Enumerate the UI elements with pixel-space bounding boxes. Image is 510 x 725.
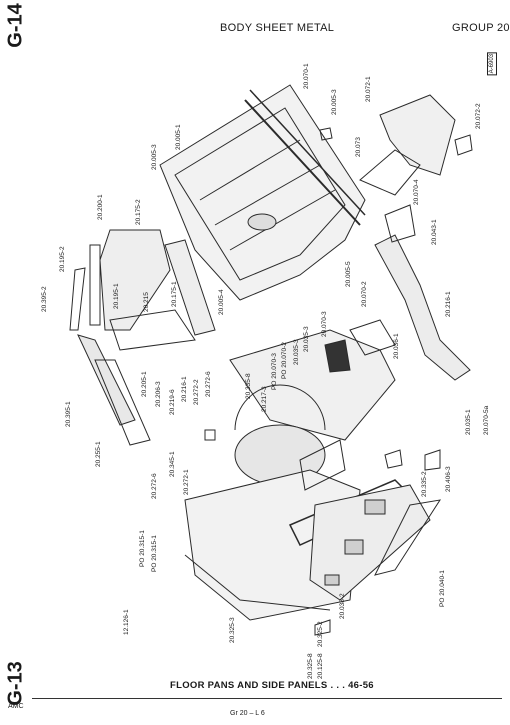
part-number: 20.272-2 bbox=[193, 379, 200, 405]
bracket-drawing bbox=[204, 127, 473, 636]
part-number: 20.335-8 bbox=[245, 373, 252, 399]
part-number: 20.215 bbox=[143, 292, 150, 312]
floor-pan-drawing bbox=[159, 84, 366, 301]
part-number: 20.043-1 bbox=[431, 219, 438, 245]
part-number: 20.272-1 bbox=[183, 469, 190, 495]
section-tab-bottom: G-13 bbox=[4, 661, 27, 706]
part-number: 20.395-1 bbox=[65, 401, 72, 427]
part-number: 20.217-3 bbox=[261, 386, 268, 412]
part-number: 20.325-8 bbox=[307, 653, 314, 679]
part-number: 20.395-2 bbox=[41, 286, 48, 312]
part-number: 20.005-4 bbox=[218, 289, 225, 315]
part-number: 20.325-3 bbox=[229, 617, 236, 643]
part-number: 20.205-1 bbox=[141, 371, 148, 397]
quarter-panel-drawing bbox=[229, 319, 396, 486]
part-number: 20.200-1 bbox=[97, 194, 104, 220]
footer-rule bbox=[32, 698, 502, 699]
footer-title: FLOOR PANS AND SIDE PANELS . . . 46-56 bbox=[170, 680, 374, 691]
part-number: 20.345-1 bbox=[169, 451, 176, 477]
part-number: 20.038-2 bbox=[339, 593, 346, 619]
part-number: 20.005-3 bbox=[331, 89, 338, 115]
part-number: 20.335-2 bbox=[421, 471, 428, 497]
part-number: PO 20.040-1 bbox=[439, 570, 446, 607]
part-number: 20.272-6 bbox=[151, 473, 158, 499]
page-reference: Gr 20 – L 6 bbox=[230, 710, 265, 717]
part-number: 20.216-1 bbox=[181, 376, 188, 402]
part-number: 20.035-3 bbox=[293, 339, 300, 365]
part-number: 20.070-3 bbox=[321, 311, 328, 337]
part-number: 20.255-1 bbox=[95, 441, 102, 467]
part-number: 20.036-1 bbox=[393, 333, 400, 359]
part-number: 12.126-1 bbox=[123, 609, 130, 635]
part-number: 20.072-2 bbox=[475, 103, 482, 129]
part-number: PO 20.070-2 bbox=[281, 342, 288, 379]
page-title: BODY SHEET METAL bbox=[220, 22, 335, 34]
part-number: 20.175-1 bbox=[171, 281, 178, 307]
part-number: 20.070-4 bbox=[413, 179, 420, 205]
part-number: 20.272-6 bbox=[205, 371, 212, 397]
rear-rail-drawing bbox=[359, 94, 471, 381]
part-number: 20.035-1 bbox=[465, 409, 472, 435]
part-number: 20.325-2 bbox=[317, 621, 324, 647]
part-number: 20.219-6 bbox=[169, 389, 176, 415]
part-number: 20.175-2 bbox=[135, 199, 142, 225]
pillar-drawing bbox=[69, 229, 216, 446]
part-number: 20.005-5 bbox=[345, 261, 352, 287]
part-number: 20.206-3 bbox=[155, 381, 162, 407]
brand-label: AMC bbox=[8, 703, 24, 710]
group-label: GROUP 20 bbox=[452, 22, 510, 34]
part-number: 20.005-3 bbox=[151, 144, 158, 170]
part-number: 20.195-1 bbox=[113, 283, 120, 309]
part-number: PO 20.070-3 bbox=[271, 353, 278, 390]
part-number: 20.125-8 bbox=[317, 653, 324, 679]
part-number: 20.073 bbox=[355, 137, 362, 157]
part-number: 20.216-1 bbox=[445, 291, 452, 317]
part-number: 20.005-1 bbox=[175, 124, 182, 150]
part-number: 20.072-1 bbox=[365, 76, 372, 102]
rear-panel-drawing bbox=[309, 484, 442, 601]
part-number: 20.035-3 bbox=[303, 326, 310, 352]
part-number: 20.070-1 bbox=[303, 63, 310, 89]
part-number: 20.070-2 bbox=[361, 281, 368, 307]
part-number: 20.195-2 bbox=[59, 246, 66, 272]
part-number: 20.406-3 bbox=[445, 466, 452, 492]
part-number: PO 20.315-1 bbox=[139, 530, 146, 567]
part-number: 20.070-5a bbox=[483, 405, 490, 435]
part-number: PO 20.315-1 bbox=[151, 535, 158, 572]
